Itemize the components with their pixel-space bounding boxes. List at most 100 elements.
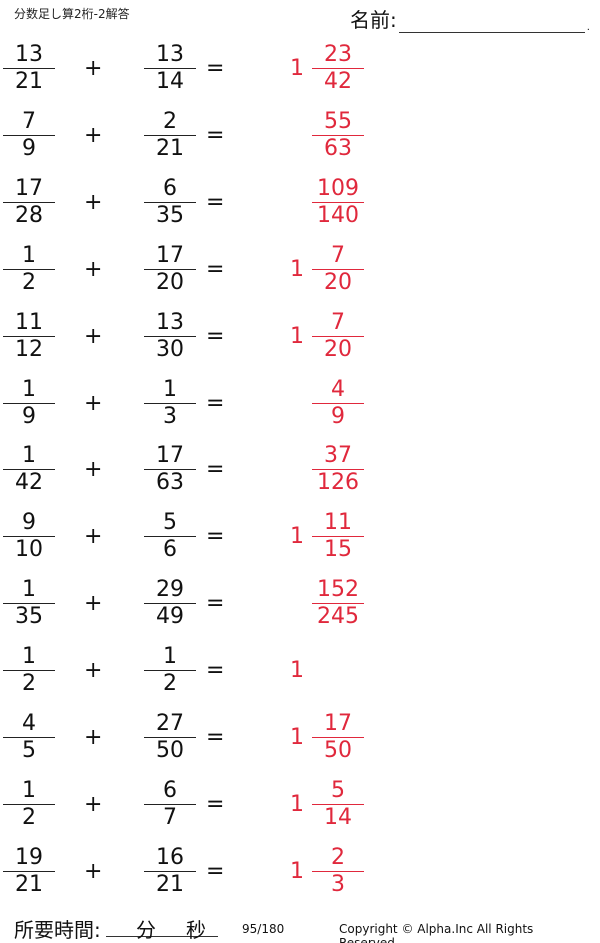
denominator: 140 bbox=[317, 202, 359, 228]
denominator: 5 bbox=[22, 738, 36, 763]
fraction-bar bbox=[144, 134, 196, 136]
fraction-bar bbox=[144, 402, 196, 404]
answer-whole: 1 bbox=[290, 791, 304, 817]
time-blank[interactable]: 分 秒 bbox=[106, 914, 218, 942]
answer-whole: 1 bbox=[290, 256, 304, 282]
numerator: 17 bbox=[156, 443, 184, 469]
fraction-bar bbox=[144, 68, 196, 69]
equals-sign: = bbox=[206, 457, 225, 483]
answer-whole: 1 bbox=[290, 56, 304, 81]
denominator: 20 bbox=[324, 336, 352, 362]
numerator: 55 bbox=[324, 108, 352, 134]
seconds-unit: 秒 bbox=[186, 918, 206, 942]
numerator: 1 bbox=[22, 577, 36, 603]
denominator: 6 bbox=[163, 537, 177, 563]
numerator: 1 bbox=[22, 644, 36, 670]
numerator: 9 bbox=[22, 510, 36, 536]
fraction-bar bbox=[144, 268, 196, 270]
name-field: 名前: . bbox=[350, 4, 590, 33]
answer-whole: 1 bbox=[290, 323, 304, 349]
fraction-bar bbox=[312, 737, 364, 738]
denominator: 126 bbox=[317, 470, 359, 496]
numerator: 6 bbox=[163, 175, 177, 201]
denominator: 42 bbox=[324, 69, 352, 94]
fraction-bar bbox=[3, 134, 55, 136]
numerator: 4 bbox=[22, 711, 36, 736]
numerator: 7 bbox=[331, 309, 345, 335]
fraction-bar bbox=[312, 536, 364, 538]
denominator: 2 bbox=[22, 804, 36, 830]
fraction-bar bbox=[312, 201, 364, 203]
fraction-bar bbox=[144, 201, 196, 203]
fraction-bar bbox=[3, 536, 55, 538]
fraction-bar bbox=[312, 603, 364, 605]
numerator: 13 bbox=[15, 42, 43, 67]
denominator: 20 bbox=[156, 269, 184, 295]
equals-sign: = bbox=[206, 725, 225, 750]
numerator: 7 bbox=[331, 242, 345, 268]
numerator: 13 bbox=[156, 42, 184, 67]
fraction-bar bbox=[144, 469, 196, 471]
answer-whole: 1 bbox=[290, 524, 304, 550]
equals-sign: = bbox=[206, 256, 225, 282]
numerator: 11 bbox=[15, 309, 43, 335]
plus-sign: + bbox=[84, 791, 103, 817]
fraction-bar bbox=[144, 670, 196, 672]
fraction-bar bbox=[3, 268, 55, 270]
plus-sign: + bbox=[84, 323, 103, 349]
numerator: 109 bbox=[317, 175, 359, 201]
denominator: 21 bbox=[15, 69, 43, 94]
minutes-unit: 分 bbox=[136, 918, 156, 942]
denominator: 63 bbox=[156, 470, 184, 496]
numerator: 1 bbox=[163, 376, 177, 402]
plus-sign: + bbox=[84, 457, 103, 483]
plus-sign: + bbox=[84, 591, 103, 617]
fraction-bar bbox=[3, 870, 55, 872]
numerator: 1 bbox=[22, 242, 36, 268]
name-input-line[interactable] bbox=[398, 12, 585, 33]
numerator: 1 bbox=[22, 376, 36, 402]
equals-sign: = bbox=[206, 122, 225, 148]
fraction-bar bbox=[312, 803, 364, 805]
fraction-bar bbox=[312, 268, 364, 270]
numerator: 152 bbox=[317, 577, 359, 603]
equals-sign: = bbox=[206, 524, 225, 550]
denominator: 15 bbox=[324, 537, 352, 563]
equals-sign: = bbox=[206, 591, 225, 617]
fraction-bar bbox=[312, 469, 364, 471]
equals-sign: = bbox=[206, 189, 225, 215]
numerator: 7 bbox=[22, 108, 36, 134]
worksheet-title: 分数足し算2桁-2解答 bbox=[14, 7, 130, 21]
denominator: 10 bbox=[15, 537, 43, 563]
denominator: 2 bbox=[22, 269, 36, 295]
answer-whole: 1 bbox=[290, 658, 304, 684]
